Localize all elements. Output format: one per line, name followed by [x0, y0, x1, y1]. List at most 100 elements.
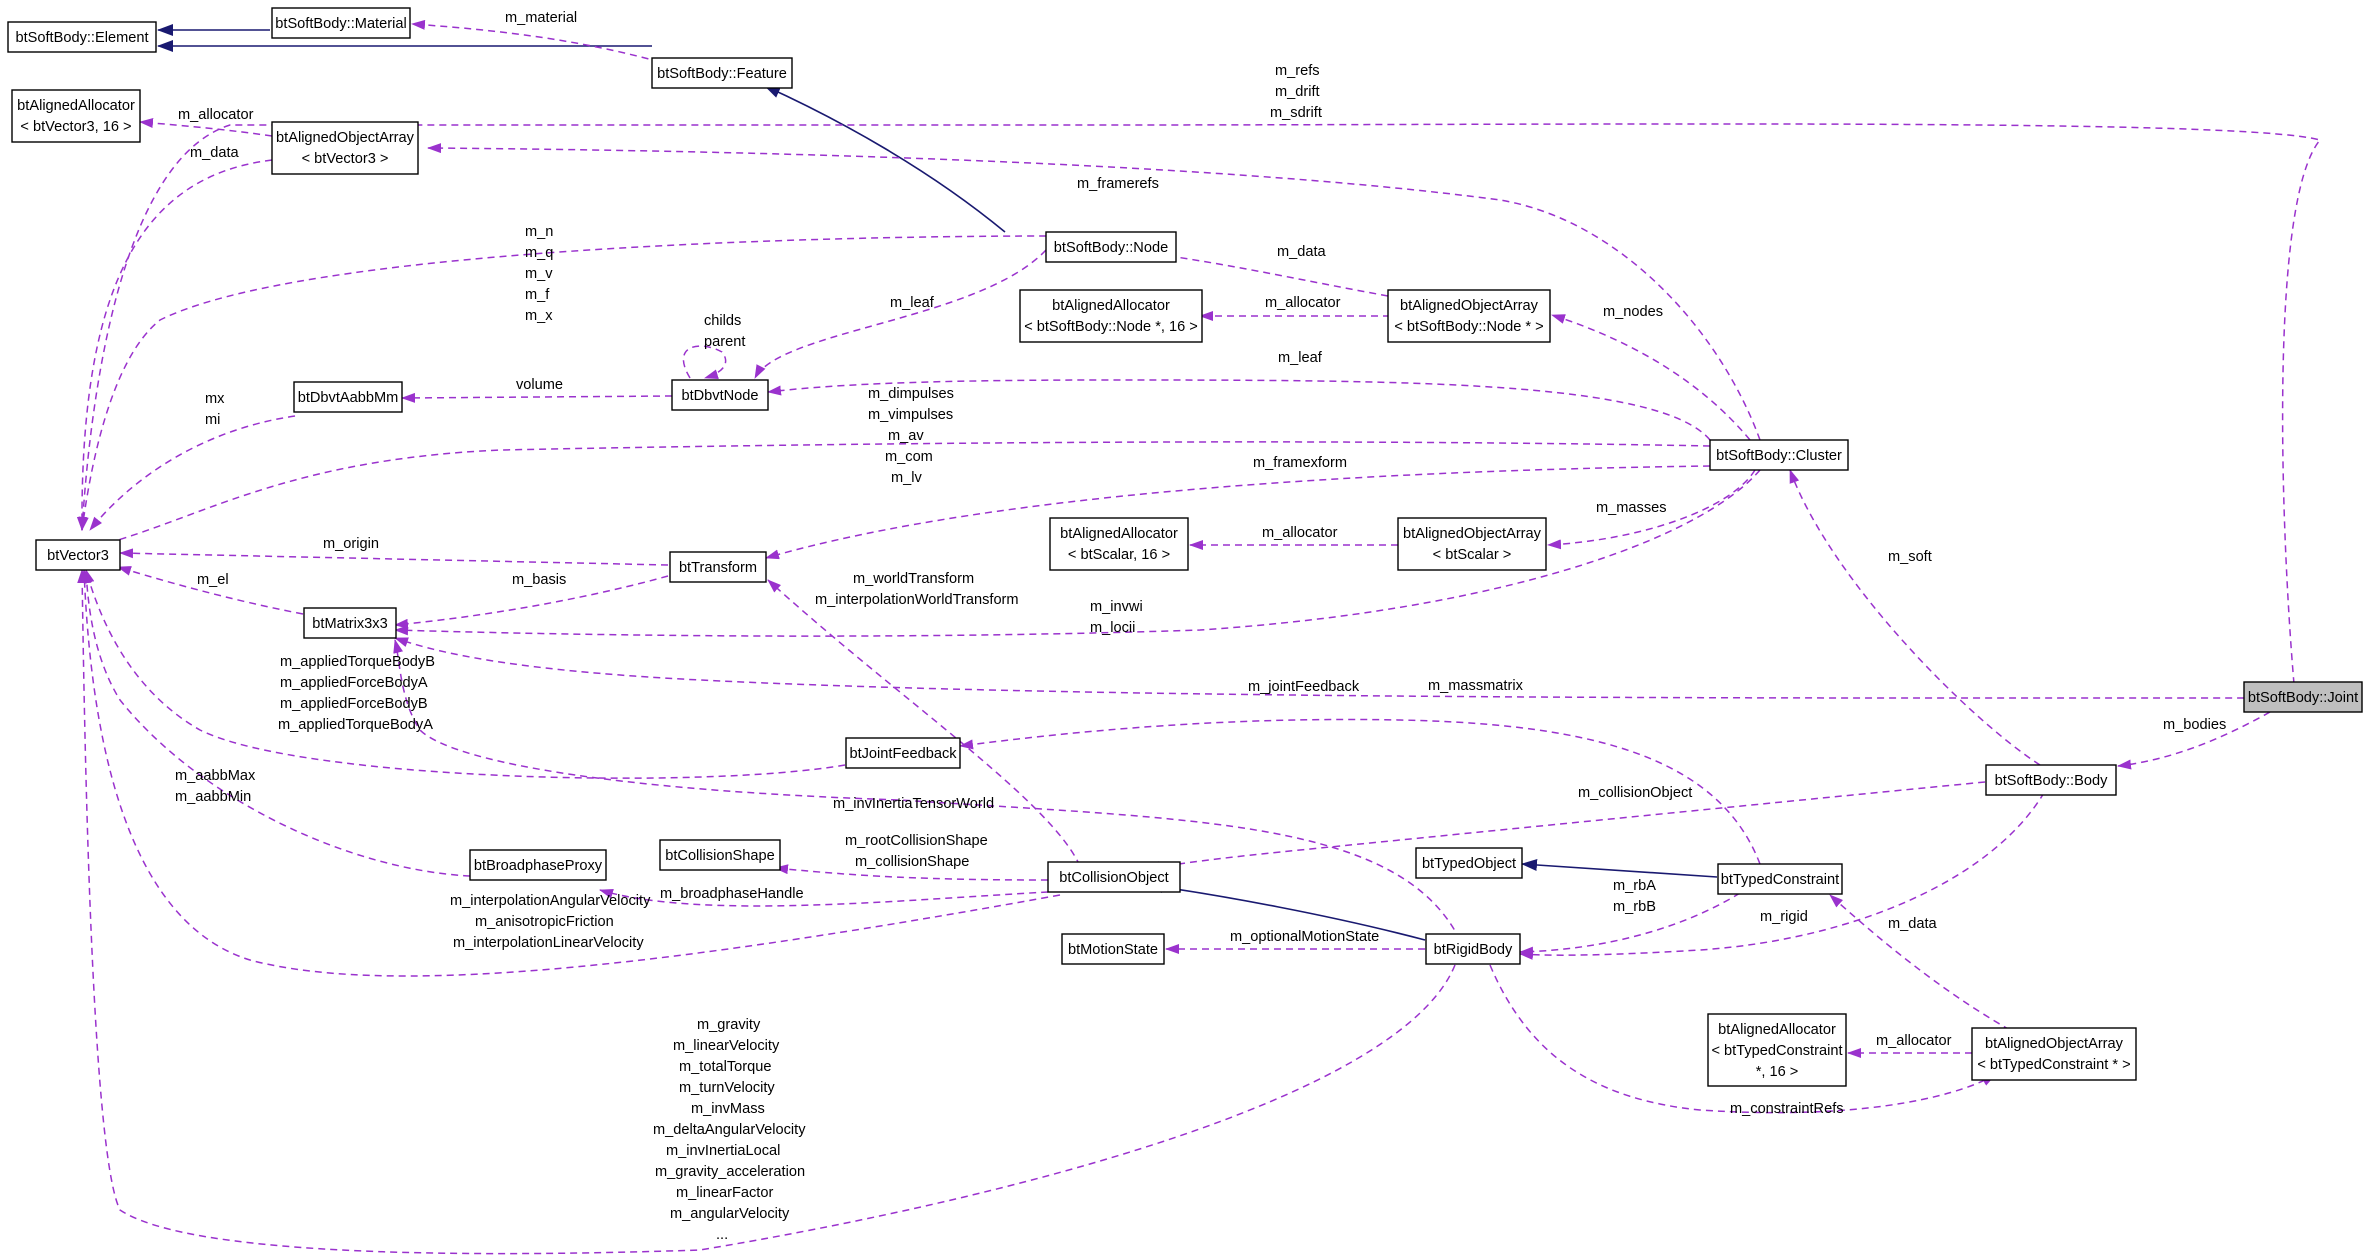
node-softbody-joint[interactable]: btSoftBody::Joint [2243, 681, 2363, 713]
node-allocator-node[interactable]: btAlignedAllocator < btSoftBody::Node *,… [1019, 289, 1203, 343]
svg-text:< btSoftBody::Node * >: < btSoftBody::Node * > [1394, 319, 1543, 335]
svg-text:btMotionState: btMotionState [1068, 942, 1158, 958]
node-softbody-material[interactable]: btSoftBody::Material [271, 7, 411, 39]
node-array-scalar[interactable]: btAlignedObjectArray < btScalar > [1397, 517, 1547, 571]
svg-text:btSoftBody::Element: btSoftBody::Element [15, 30, 148, 46]
node-transform[interactable]: btTransform [669, 551, 767, 583]
edge-proxy-vector [81, 569, 471, 877]
edge-cluster-arraynode [1551, 314, 1751, 441]
label-data-constraint: m_data [1888, 916, 1938, 932]
label-rigid-vec-0: m_gravity [697, 1017, 761, 1033]
edge-array-vec3-allocator [139, 118, 273, 137]
label-optionalmotionstate: m_optionalMotionState [1230, 929, 1379, 945]
node-softbody-element[interactable]: btSoftBody::Element [7, 21, 157, 53]
label-massmatrix: m_massmatrix [1428, 678, 1524, 694]
node-softbody-cluster[interactable]: btSoftBody::Cluster [1709, 439, 1849, 471]
label-invinertia-world: m_invInertiaTensorWorld [833, 796, 994, 812]
svg-text:btAlignedObjectArray: btAlignedObjectArray [1403, 526, 1542, 542]
svg-text:btAlignedAllocator: btAlignedAllocator [1060, 526, 1178, 542]
label-joint-refs-2: m_sdrift [1270, 105, 1322, 121]
edge-rigid-arrayconstraint [1489, 964, 1996, 1114]
label-aabb-proxy-0: m_aabbMax [175, 768, 256, 784]
edge-cluster-vector [89, 441, 1711, 550]
label-allocator-node: m_allocator [1265, 295, 1341, 311]
label-jointfeedback: m_jointFeedback [1248, 679, 1360, 695]
svg-text:btMatrix3x3: btMatrix3x3 [312, 616, 387, 632]
edge-feedback-vector [84, 569, 846, 779]
label-rigid-vec-9: m_angularVelocity [670, 1206, 790, 1222]
label-joint-refs-1: m_drift [1275, 84, 1320, 100]
node-softbody-node[interactable]: btSoftBody::Node [1045, 231, 1177, 263]
label-framerefs: m_framerefs [1077, 176, 1159, 192]
label-rigid: m_rigid [1760, 909, 1808, 925]
edge-joint-vector-refs [77, 123, 2322, 685]
edge-body-rigid [1519, 781, 2051, 960]
svg-text:< btSoftBody::Node *, 16 >: < btSoftBody::Node *, 16 > [1024, 319, 1198, 335]
node-array-constraint[interactable]: btAlignedObjectArray < btTypedConstraint… [1971, 1027, 2137, 1081]
svg-text:< btTypedConstraint: < btTypedConstraint [1711, 1043, 1842, 1059]
node-dbvt-node[interactable]: btDbvtNode [671, 379, 769, 411]
label-data-node: m_data [1277, 244, 1327, 260]
node-allocator-scalar[interactable]: btAlignedAllocator < btScalar, 16 > [1049, 517, 1189, 571]
node-matrix3x3[interactable]: btMatrix3x3 [303, 607, 397, 639]
svg-text:btAlignedAllocator: btAlignedAllocator [17, 98, 135, 114]
label-node-vec-2: m_v [525, 266, 553, 282]
label-shape-0: m_rootCollisionShape [845, 833, 988, 849]
label-allocator-scalar: m_allocator [1262, 525, 1338, 541]
label-rigid-vec-5: m_deltaAngularVelocity [653, 1122, 806, 1138]
node-array-node[interactable]: btAlignedObjectArray < btSoftBody::Node … [1387, 289, 1551, 343]
svg-text:btSoftBody::Joint: btSoftBody::Joint [2248, 690, 2358, 706]
svg-text:btDbvtAabbMm: btDbvtAabbMm [298, 390, 399, 406]
node-collision-shape[interactable]: btCollisionShape [659, 839, 781, 871]
svg-text:btTypedObject: btTypedObject [1422, 856, 1516, 872]
label-rigid-vec-10: ... [716, 1227, 728, 1243]
svg-text:btAlignedObjectArray: btAlignedObjectArray [276, 130, 415, 146]
edge-aabb-vector [89, 415, 296, 531]
label-collisionobject: m_collisionObject [1578, 785, 1692, 801]
svg-text:btAlignedObjectArray: btAlignedObjectArray [1985, 1036, 2124, 1052]
node-allocator-constraint[interactable]: btAlignedAllocator < btTypedConstraint *… [1707, 1013, 1847, 1087]
label-aabb-proxy-1: m_aabbMin [175, 789, 251, 805]
edge-dbvt-aabb [401, 392, 673, 403]
node-typed-constraint[interactable]: btTypedConstraint [1717, 863, 1843, 895]
label-shape-1: m_collisionShape [855, 854, 969, 870]
edges [76, 19, 2322, 1255]
label-cluster-vec-2: m_av [888, 428, 924, 444]
label-volume: volume [516, 377, 563, 393]
svg-text:btAlignedAllocator: btAlignedAllocator [1052, 298, 1170, 314]
node-allocator-vector3[interactable]: btAlignedAllocator < btVector3, 16 > [11, 89, 141, 143]
label-colobj-vec-2: m_interpolationLinearVelocity [453, 935, 644, 951]
label-cluster-vec-3: m_com [885, 449, 933, 465]
node-softbody-feature[interactable]: btSoftBody::Feature [651, 57, 793, 89]
label-feedback-vec-1: m_appliedForceBodyA [280, 675, 428, 691]
edge-transform-vector [119, 548, 669, 566]
label-data-vec3: m_data [190, 145, 240, 161]
svg-text:btSoftBody::Node: btSoftBody::Node [1054, 240, 1168, 256]
edge-colobj-proxy [599, 888, 1049, 907]
edge-node-feature [764, 85, 1006, 233]
svg-text:btVector3: btVector3 [47, 548, 109, 564]
node-vector3[interactable]: btVector3 [35, 539, 121, 571]
edge-node-dbvt [754, 249, 1047, 379]
svg-text:< btVector3 >: < btVector3 > [302, 151, 389, 167]
node-rigid-body[interactable]: btRigidBody [1425, 933, 1521, 965]
node-dbvt-aabbmm[interactable]: btDbvtAabbMm [293, 381, 403, 413]
node-joint-feedback[interactable]: btJointFeedback [845, 737, 961, 769]
edge-colobj-vector [79, 569, 1061, 977]
svg-text:btRigidBody: btRigidBody [1434, 942, 1513, 958]
svg-text:btBroadphaseProxy: btBroadphaseProxy [474, 858, 603, 874]
label-dbvt-childs: childs [704, 313, 741, 329]
edge-arrayconstraint-constraint [1829, 894, 2011, 1031]
svg-text:btJointFeedback: btJointFeedback [849, 746, 957, 762]
edge-joint-matrix [394, 637, 2245, 699]
node-array-vector3[interactable]: btAlignedObjectArray < btVector3 > [271, 121, 419, 175]
node-softbody-body[interactable]: btSoftBody::Body [1985, 764, 2117, 796]
node-motion-state[interactable]: btMotionState [1061, 933, 1165, 965]
label-feedback-vec-3: m_appliedTorqueBodyA [278, 717, 433, 733]
node-broadphase-proxy[interactable]: btBroadphaseProxy [469, 849, 607, 881]
node-typed-object[interactable]: btTypedObject [1415, 847, 1523, 879]
edge-transform-matrix [394, 575, 669, 629]
node-collision-object[interactable]: btCollisionObject [1047, 861, 1181, 893]
label-aabb-mx: mx [205, 391, 225, 407]
